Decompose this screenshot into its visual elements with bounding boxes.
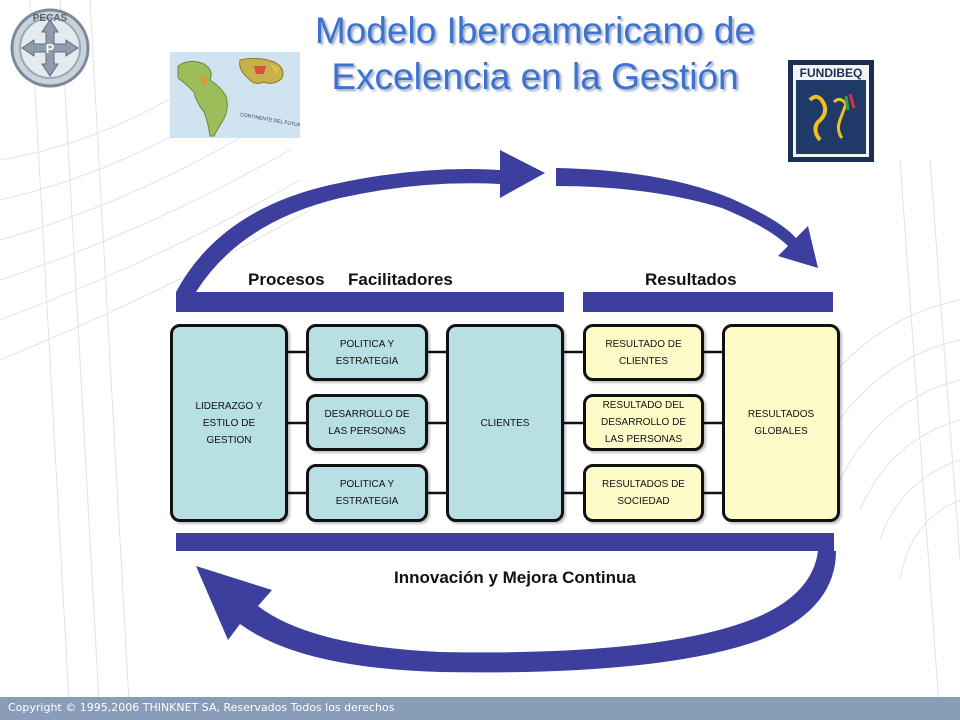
header-facilitadores: Facilitadores bbox=[348, 270, 453, 289]
header-procesos: Procesos bbox=[248, 270, 325, 289]
top-arrow-left bbox=[176, 150, 545, 292]
box-resultados-sociedad: RESULTADOS DE SOCIEDAD bbox=[583, 464, 704, 522]
iberoamerica-map: CONTINENTE DEL FUTURO bbox=[170, 52, 300, 138]
header-resultados: Resultados bbox=[645, 270, 737, 289]
copyright-text: Copyright © 1995,2006 THINKNET SA, Reser… bbox=[8, 701, 395, 714]
title-line-2: Excelencia en la Gestión bbox=[331, 56, 739, 97]
header-innovacion: Innovación y Mejora Continua bbox=[394, 568, 636, 587]
fundibeq-logo-text: FUNDIBEQ bbox=[800, 66, 863, 80]
model-diagram bbox=[176, 150, 836, 673]
innovacion-bar bbox=[176, 533, 834, 551]
page-title: Modelo Iberoamericano de Excelencia en l… bbox=[230, 8, 840, 100]
title-line-1: Modelo Iberoamericano de bbox=[314, 10, 756, 51]
box-desarrollo-personas: DESARROLLO DE LAS PERSONAS bbox=[306, 394, 428, 451]
box-resultados-globales: RESULTADOS GLOBALES bbox=[722, 324, 840, 522]
box-clientes: CLIENTES bbox=[446, 324, 564, 522]
fundibeq-logo: FUNDIBEQ bbox=[788, 60, 874, 162]
top-arrow-right bbox=[556, 168, 818, 268]
footer-bar: Copyright © 1995,2006 THINKNET SA, Reser… bbox=[0, 697, 960, 720]
procesos-bar bbox=[176, 292, 564, 312]
box-liderazgo: LIDERAZGO Y ESTILO DE GESTION bbox=[170, 324, 288, 522]
pecas-logo-text: PECAS bbox=[33, 13, 68, 24]
pecas-logo-letter: P bbox=[46, 41, 55, 56]
box-politica-estrategia-1: POLITICA Y ESTRATEGIA bbox=[306, 324, 428, 381]
box-resultado-clientes: RESULTADO DE CLIENTES bbox=[583, 324, 704, 381]
box-resultado-desarrollo-personas: RESULTADO DEL DESARROLLO DE LAS PERSONAS bbox=[583, 394, 704, 451]
box-politica-estrategia-2: POLITICA Y ESTRATEGIA bbox=[306, 464, 428, 522]
bottom-arrow bbox=[196, 551, 836, 673]
resultados-bar bbox=[583, 292, 833, 312]
pecas-logo: PECAS P bbox=[10, 8, 90, 88]
